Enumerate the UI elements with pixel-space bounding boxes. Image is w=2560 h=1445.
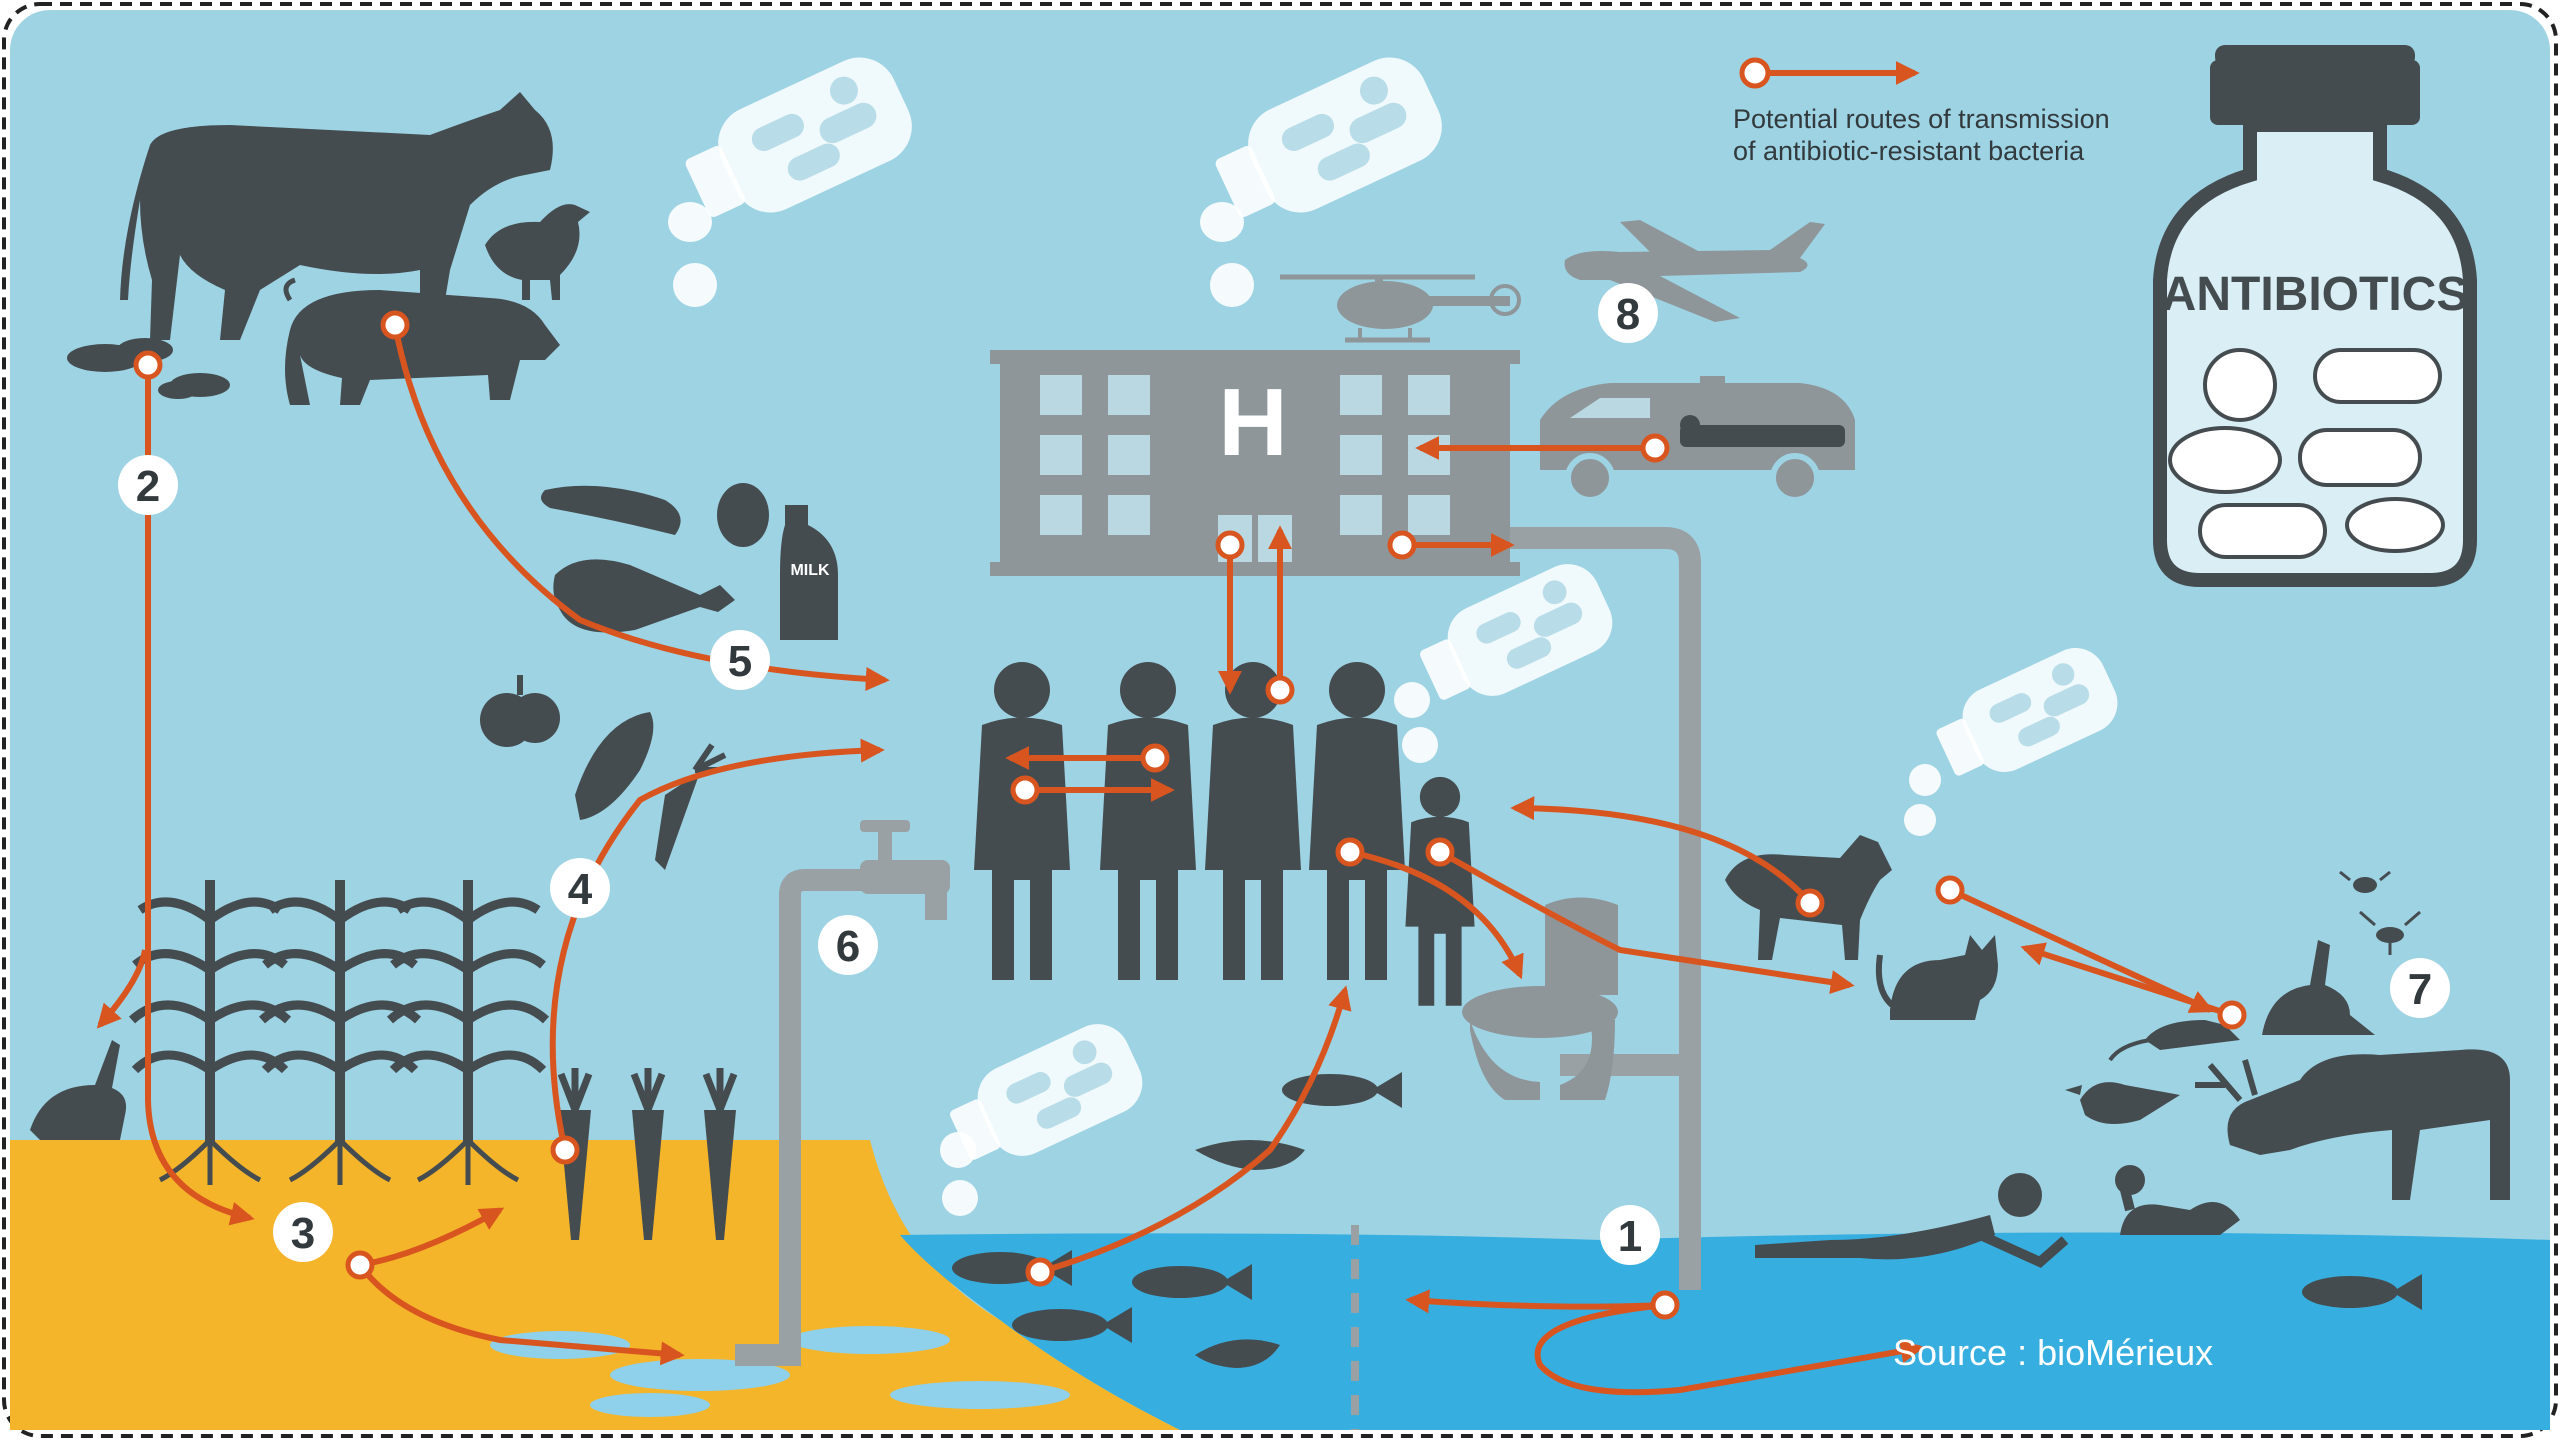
pig-icon bbox=[283, 277, 560, 405]
route-number-1: 1 bbox=[1618, 1212, 1642, 1261]
route-number-3: 3 bbox=[291, 1209, 315, 1258]
route-number-8: 8 bbox=[1616, 290, 1640, 339]
chicken-icon bbox=[485, 204, 590, 300]
water-body bbox=[900, 1232, 2550, 1430]
deer-icon bbox=[2195, 1049, 2510, 1200]
milk-label: MILK bbox=[790, 562, 830, 579]
faucet bbox=[860, 820, 950, 920]
legend-arrow bbox=[1739, 57, 1920, 89]
route-number-7: 7 bbox=[2408, 965, 2432, 1014]
hospital-building bbox=[990, 350, 1520, 576]
helicopter-icon bbox=[1280, 274, 1521, 343]
insects-icon bbox=[2339, 870, 2421, 955]
route-number-2: 2 bbox=[136, 462, 160, 511]
legend-line-1: Potential routes of transmission bbox=[1733, 104, 2110, 134]
cow-icon bbox=[120, 92, 553, 340]
transmission-routes bbox=[96, 324, 2233, 1396]
legend-line-2: of antibiotic-resistant bacteria bbox=[1733, 136, 2085, 166]
route-number-6: 6 bbox=[836, 922, 860, 971]
rabbit-icon-right bbox=[2262, 940, 2375, 1035]
water-pipe bbox=[735, 527, 1701, 1366]
rat-icon bbox=[2108, 1020, 2240, 1062]
food-items bbox=[541, 483, 838, 640]
duck-icon bbox=[2115, 1165, 2240, 1235]
route-origin-dots bbox=[133, 310, 2247, 1320]
produce-items bbox=[480, 675, 727, 870]
cat-icon bbox=[1875, 935, 1998, 1020]
shrimp-icon bbox=[1195, 1140, 1305, 1368]
falling-pills bbox=[668, 202, 1941, 1216]
bird-icon bbox=[2065, 1082, 2180, 1124]
route-number-badges bbox=[118, 283, 2450, 1265]
rabbit-icon-left bbox=[30, 1040, 127, 1140]
route-number-5: 5 bbox=[728, 637, 752, 686]
antibiotics-label: ANTIBIOTICS bbox=[2162, 268, 2469, 321]
route-number-4: 4 bbox=[568, 865, 593, 914]
antibiotics-jar bbox=[2153, 45, 2477, 587]
toilet-icon bbox=[1462, 897, 1618, 1100]
source-credit: Source : bioMérieux bbox=[1893, 1332, 2213, 1373]
airplane-icon bbox=[1564, 220, 1825, 322]
hospital-letter: H bbox=[1218, 369, 1287, 476]
swimmer-icon bbox=[1755, 1173, 2069, 1268]
